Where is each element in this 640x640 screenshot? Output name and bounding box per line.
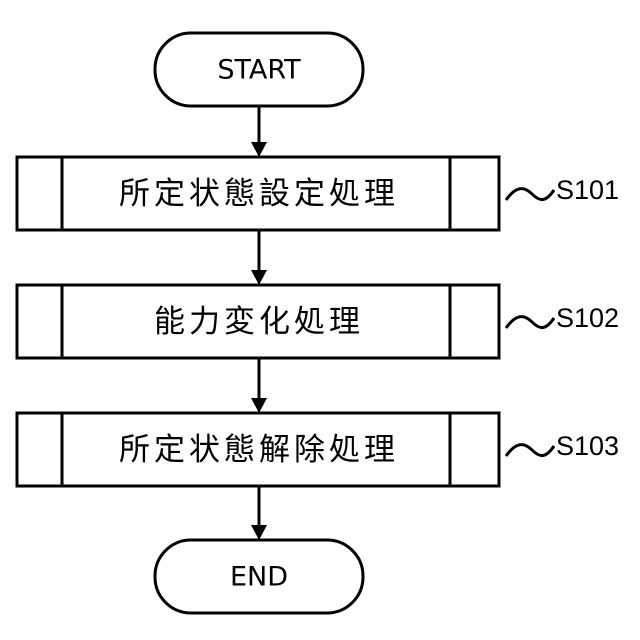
arrowhead	[251, 398, 267, 413]
arrowhead	[251, 142, 267, 157]
step-annotation-s103: S103	[506, 431, 619, 461]
process-box-s103: 所定状態解除処理	[17, 413, 499, 486]
arrowhead	[251, 525, 267, 540]
step-leader-s103	[506, 445, 554, 456]
step-annotation-s102: S102	[506, 303, 619, 333]
process-box-s101-label: 所定状態設定処理	[119, 176, 399, 212]
step-label-s102: S102	[556, 303, 619, 333]
process-box-s102-label: 能力変化処理	[154, 304, 364, 340]
step-leader-s102	[506, 317, 554, 328]
process-box-s102: 能力変化処理	[17, 285, 499, 358]
arrowhead	[251, 270, 267, 285]
start-terminal-label: START	[217, 55, 301, 86]
process-box-s103-label: 所定状態解除処理	[119, 432, 399, 468]
step-label-s101: S101	[556, 175, 619, 205]
end-terminal-label: END	[230, 562, 288, 593]
flow-arrow-s103-to-end	[251, 486, 267, 540]
flow-arrow-s102-to-s103	[251, 358, 267, 413]
step-label-s103: S103	[556, 431, 619, 461]
step-annotation-s101: S101	[506, 175, 619, 205]
flow-arrow-start-to-s101	[251, 106, 267, 157]
process-box-s101: 所定状態設定処理	[17, 157, 499, 230]
flow-arrow-s101-to-s102	[251, 230, 267, 285]
end-terminal: END	[155, 540, 363, 613]
step-leader-s101	[506, 189, 554, 200]
start-terminal: START	[155, 33, 363, 106]
